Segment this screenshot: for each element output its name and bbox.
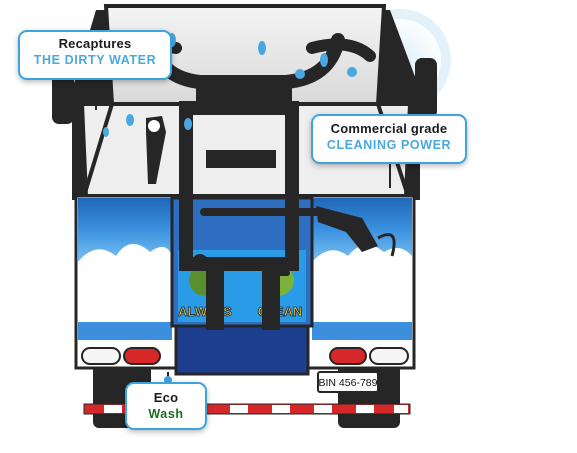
left-brake-light <box>123 347 161 365</box>
logo-left-text: ALWAYS <box>178 304 232 319</box>
license-plate <box>317 371 379 393</box>
right-clouds <box>312 244 412 262</box>
spray-gun <box>146 116 166 184</box>
right-arm-leg <box>262 264 280 330</box>
water-tank <box>174 324 310 376</box>
callout-eco-title: Eco <box>153 390 179 405</box>
callout-commercial: Commercial grade CLEANING POWER <box>311 114 467 164</box>
callout-commercial-title: Commercial grade <box>330 121 448 136</box>
callout-recaptures-subtitle: THE DIRTY WATER <box>33 53 157 67</box>
left-arm-leg <box>206 264 224 330</box>
right-arm-tip <box>306 38 376 62</box>
right-stripe <box>312 322 412 340</box>
arm-frame <box>179 101 299 271</box>
right-reverse-light <box>369 347 409 365</box>
callout-eco: Eco Wash <box>125 382 207 430</box>
left-mirror <box>52 72 74 124</box>
callout-recaptures: Recaptures THE DIRTY WATER <box>18 30 172 80</box>
left-reverse-light <box>81 347 121 365</box>
license-plate-text: BIN 456-789 <box>319 377 378 389</box>
spray-gun-ring <box>148 120 160 132</box>
left-strut <box>82 103 114 197</box>
right-mirror <box>415 58 437 118</box>
callout-commercial-subtitle: CLEANING POWER <box>326 138 452 152</box>
left-clouds <box>78 243 172 262</box>
left-stripe <box>78 322 172 340</box>
washer-hose <box>377 233 396 257</box>
callout-recaptures-title: Recaptures <box>58 36 132 51</box>
arm-crossbar <box>206 150 276 168</box>
washer-gun <box>316 206 378 252</box>
right-brake-light <box>329 347 367 365</box>
callout-eco-subtitle: Wash <box>148 407 184 421</box>
water-droplets <box>103 33 357 137</box>
